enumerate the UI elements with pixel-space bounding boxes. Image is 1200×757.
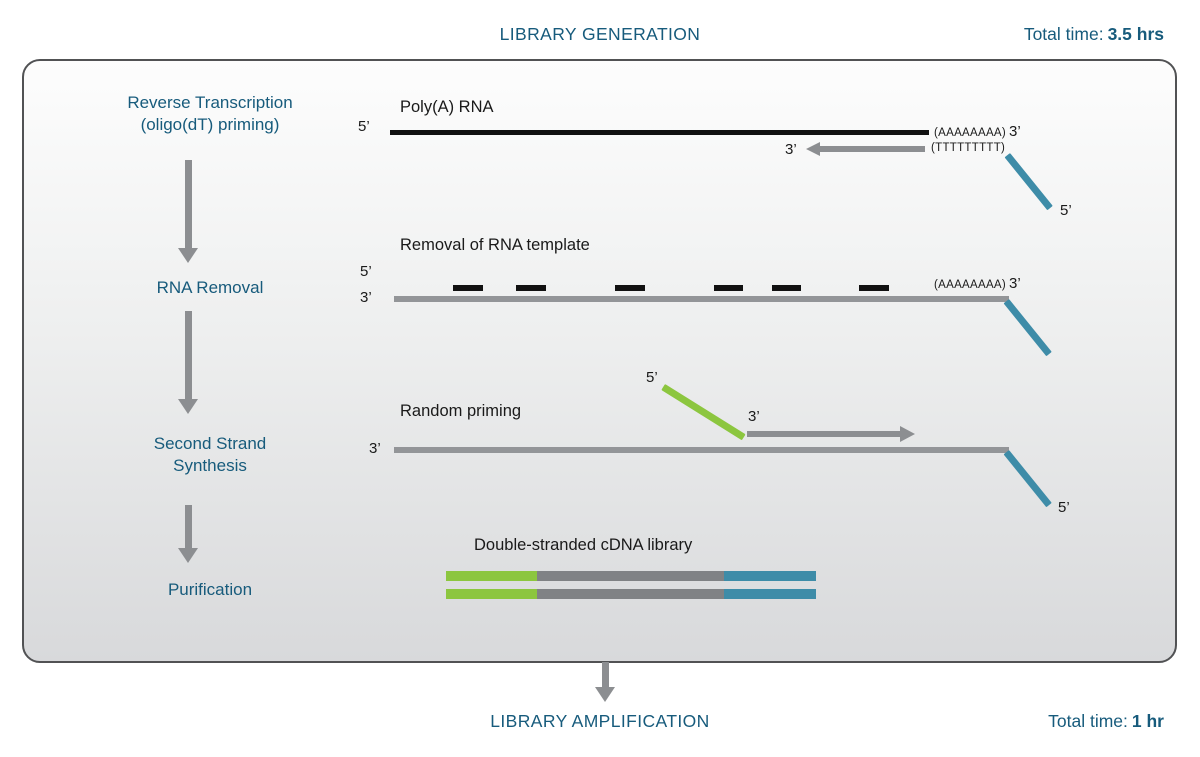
- total-time-value: 3.5 hrs: [1107, 24, 1164, 44]
- total-time-value: 1 hr: [1131, 711, 1164, 731]
- rna-fragment: [714, 285, 743, 291]
- row2-5prime: 5’: [360, 263, 372, 280]
- row3-primer-3prime: 3’: [748, 408, 760, 425]
- rna-fragment: [859, 285, 889, 291]
- cdna-library-strand-top: [446, 571, 816, 581]
- row2-3prime: 3’: [360, 289, 372, 306]
- step-purification: Purification: [167, 580, 253, 599]
- page-title: LIBRARY GENERATION: [499, 24, 701, 44]
- total-time-label: Total time:: [1023, 24, 1104, 44]
- total-time-label: Total time:: [1048, 711, 1128, 731]
- library-generation-panel: Reverse Transcription (oligo(dT) priming…: [22, 59, 1177, 663]
- template-strand: [394, 447, 1009, 453]
- rna-fragment: [453, 285, 483, 291]
- first-strand-cdna: [394, 296, 1009, 302]
- green-adapter-segment: [446, 589, 537, 599]
- insert-segment: [537, 571, 724, 581]
- row2-adapter-strand: [1003, 299, 1052, 357]
- row1-polya-label: (AAAAAAAA)3’: [934, 123, 1021, 140]
- right-arrow-icon: [900, 426, 915, 442]
- down-arrow-icon: [595, 662, 615, 702]
- row1-adapter-5prime: 5’: [1060, 202, 1072, 219]
- polya-rna-strand: [390, 130, 929, 135]
- row1-adapter-strand: [1004, 153, 1053, 211]
- step-rna-removal: RNA Removal: [156, 278, 264, 297]
- row2-title: Removal of RNA template: [400, 236, 590, 254]
- polya-3prime: 3’: [1009, 275, 1021, 292]
- row3-adapter-5prime: 5’: [1058, 499, 1070, 516]
- footer-total-time: Total time:1 hr: [1048, 711, 1164, 732]
- random-primer-strand: [661, 384, 746, 441]
- row2-polya-label: (AAAAAAAA)3’: [934, 275, 1021, 292]
- second-strand-extension: [747, 431, 900, 437]
- row1-primer-3prime: 3’: [785, 141, 797, 158]
- row1-rna-5prime: 5’: [358, 118, 370, 135]
- teal-adapter-segment: [724, 571, 816, 581]
- row3-adapter-strand: [1003, 450, 1052, 508]
- row3-title: Random priming: [400, 402, 522, 420]
- down-arrow-icon: [178, 160, 198, 263]
- polya-seq: (AAAAAAAA): [934, 279, 1007, 291]
- polya-seq: (AAAAAAAA): [934, 127, 1007, 139]
- first-strand-primer: [819, 146, 925, 152]
- row3-template-3prime: 3’: [369, 440, 381, 457]
- rna-fragment: [772, 285, 801, 291]
- left-arrow-icon: [806, 142, 820, 156]
- polya-3prime: 3’: [1009, 123, 1021, 140]
- row3-primer-5prime: 5’: [646, 369, 658, 386]
- header-total-time: Total time:3.5 hrs: [1024, 24, 1164, 45]
- down-arrow-icon: [178, 311, 198, 414]
- row1-polyt-label: (TTTTTTTTT): [931, 142, 1006, 154]
- green-adapter-segment: [446, 571, 537, 581]
- rna-fragment: [516, 285, 546, 291]
- insert-segment: [537, 589, 724, 599]
- row4-title: Double-stranded cDNA library: [474, 536, 693, 554]
- rna-fragment: [615, 285, 645, 291]
- teal-adapter-segment: [724, 589, 816, 599]
- row1-title: Poly(A) RNA: [400, 98, 494, 116]
- cdna-library-strand-bottom: [446, 589, 816, 599]
- next-stage-title: LIBRARY AMPLIFICATION: [490, 711, 710, 731]
- down-arrow-icon: [178, 505, 198, 563]
- step-second-strand-synthesis: Second Strand Synthesis: [153, 434, 267, 476]
- step-reverse-transcription: Reverse Transcription (oligo(dT) priming…: [127, 93, 293, 135]
